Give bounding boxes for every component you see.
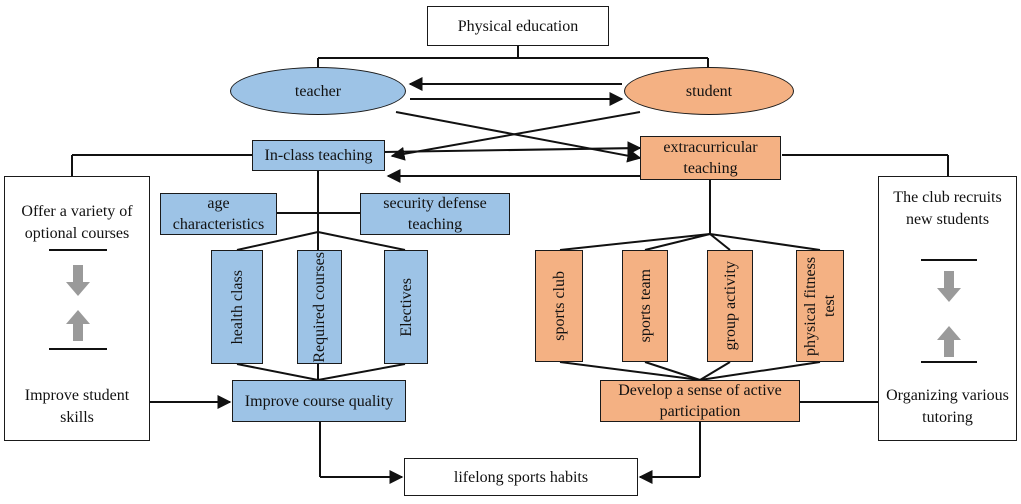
teacher-label: teacher: [294, 82, 342, 100]
sports-team-label: sports team: [636, 269, 654, 343]
right-panel-bottom-rule: [921, 361, 977, 363]
left-panel-top-rule: [49, 249, 107, 251]
electives-label: Electives: [397, 277, 415, 337]
physical-education-label: Physical education: [457, 17, 579, 35]
active-participation-label: Develop a sense of active participation: [618, 382, 782, 420]
physical-fitness-test-box: physical fitness test: [796, 250, 844, 362]
right-side-panel: The club recruits new students Organizin…: [878, 176, 1017, 441]
sports-club-box: sports club: [535, 250, 583, 362]
right-panel-top-rule: [921, 259, 977, 261]
in-class-teaching-label: In-class teaching: [264, 147, 373, 164]
group-activity-box: group activity: [707, 250, 753, 362]
left-panel-bottom-rule: [49, 348, 107, 350]
physical-fitness-test-label: physical fitness test: [802, 256, 838, 356]
age-characteristics-box: age characteristics: [160, 193, 277, 235]
health-class-label: health class: [228, 269, 246, 345]
security-defense-box: security defense teaching: [360, 193, 510, 235]
health-class-box: health class: [211, 250, 263, 364]
physical-education-box: Physical education: [427, 6, 609, 46]
extracurricular-teaching-box: extracurricular teaching: [640, 136, 781, 180]
student-label: student: [685, 82, 733, 100]
arrow-up-icon: [937, 326, 961, 357]
arrow-up-icon: [66, 310, 90, 341]
required-courses-box: Required courses: [297, 250, 342, 364]
left-panel-bottom-text: Improve student skills: [24, 387, 130, 426]
electives-box: Electives: [384, 250, 428, 364]
improve-course-quality-label: Improve course quality: [244, 392, 394, 410]
right-panel-top-text: The club recruits new students: [893, 189, 1002, 228]
group-activity-label: group activity: [721, 261, 739, 351]
age-characteristics-label: age characteristics: [172, 195, 265, 233]
student-ellipse: student: [624, 67, 794, 115]
sports-club-label: sports club: [550, 271, 568, 341]
extracurricular-teaching-label: extracurricular teaching: [663, 139, 758, 177]
arrow-down-icon: [66, 265, 90, 296]
lifelong-sports-habits-box: lifelong sports habits: [404, 458, 638, 496]
teacher-ellipse: teacher: [230, 67, 406, 115]
left-side-panel: Offer a variety of optional courses Impr…: [4, 176, 150, 441]
arrow-down-icon: [937, 271, 961, 302]
lifelong-sports-habits-label: lifelong sports habits: [453, 468, 589, 486]
active-participation-box: Develop a sense of active participation: [600, 380, 800, 422]
required-courses-label: Required courses: [311, 251, 328, 363]
security-defense-label: security defense teaching: [383, 195, 487, 233]
right-panel-bottom-text: Organizing various tutoring: [886, 387, 1009, 426]
left-panel-top-text: Offer a variety of optional courses: [21, 203, 133, 242]
sports-team-box: sports team: [622, 250, 668, 362]
improve-course-quality-box: Improve course quality: [232, 380, 406, 422]
in-class-teaching-box: In-class teaching: [252, 140, 385, 171]
